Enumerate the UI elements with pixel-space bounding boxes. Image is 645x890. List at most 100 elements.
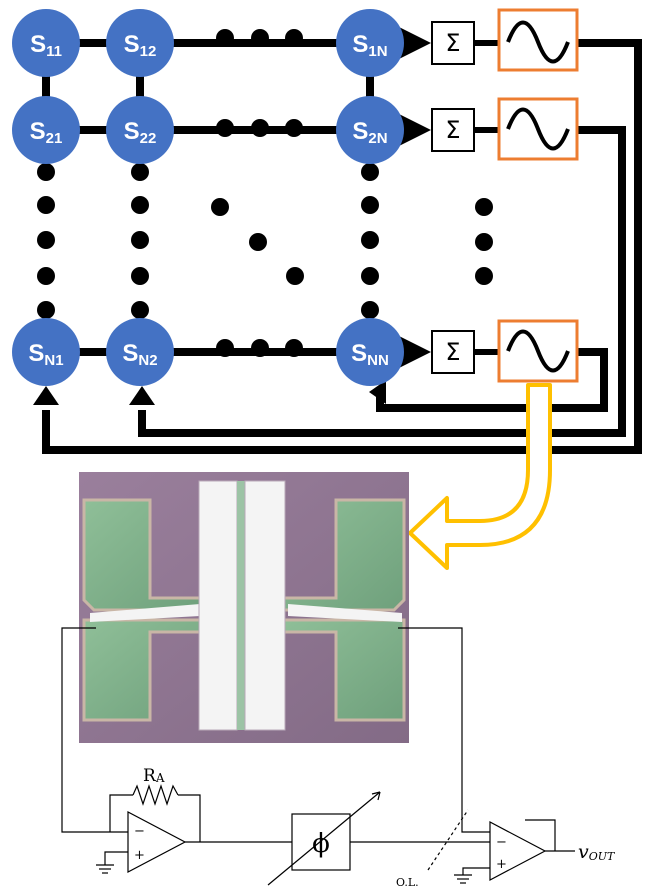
svg-text:SN2: SN2: [122, 340, 157, 369]
col-n-dot: [361, 231, 379, 249]
svg-text:S12: S12: [124, 31, 157, 60]
row-n-dot: [251, 339, 269, 357]
sine-wave-icon: [506, 20, 570, 64]
node-circle: [106, 96, 174, 164]
osc-col-dot: [475, 267, 493, 285]
col-2-dot: [131, 163, 149, 181]
node-sub-label: 1N: [368, 43, 387, 60]
row-n-dot: [285, 339, 303, 357]
node-circle: [106, 318, 174, 386]
wire-left-electrode: [61, 627, 128, 833]
opamp-2-plus: +: [496, 857, 507, 872]
node-s21: S21: [12, 96, 80, 164]
svg-text:SN1: SN1: [28, 340, 63, 369]
arrowhead-to-snn: [369, 380, 386, 404]
circuit-labels: RA − + ϕ − + O.L. vOUT: [134, 766, 616, 889]
ellipsis-dots: [37, 29, 493, 357]
row-1-dot: [285, 29, 303, 47]
node-circle: [336, 96, 404, 164]
node-sub-label: 12: [140, 43, 157, 60]
oscillator-block-n: [497, 319, 579, 383]
opamp-2: [489, 821, 547, 881]
resistor-label: RA: [143, 766, 165, 786]
phase-adjust-arrowhead: [371, 791, 381, 801]
wire-opamp2-out-feedback: [525, 819, 556, 851]
diagonal-dot: [211, 198, 229, 216]
diagonal-dot: [249, 233, 267, 251]
right-metal-trace: [288, 604, 402, 622]
col-2-dot: [131, 196, 149, 214]
resonator-gap: [237, 481, 245, 730]
col-1-dot: [37, 301, 55, 319]
wire-right-electrode: [398, 627, 490, 833]
col-n-dot: [361, 301, 379, 319]
node-sub-label: 22: [140, 130, 157, 147]
resonator-left-bar: [198, 480, 238, 731]
node-circle: [12, 318, 80, 386]
open-loop-dash: [427, 809, 469, 871]
osc-col-dot: [475, 198, 493, 216]
node-circle: [12, 96, 80, 164]
sine-wave-icon: [506, 107, 570, 151]
opamp-1-minus: −: [134, 824, 145, 839]
oscillator-block-1: [497, 8, 579, 72]
node-sub-label: 2N: [368, 130, 387, 147]
node-circle: [336, 9, 404, 77]
feedback-line-row-1: [42, 39, 642, 454]
svg-text:S22: S22: [124, 118, 157, 147]
node-sub-label: 11: [46, 43, 62, 60]
col-n-dot: [361, 163, 379, 181]
node-sub-label: N2: [138, 352, 157, 369]
phase-adjust-arrow: [267, 791, 381, 886]
open-loop-label: O.L.: [396, 876, 419, 889]
wire-opamp1-plus-ground: [104, 851, 128, 865]
node-main-label: S: [30, 118, 46, 145]
row-2-dot: [216, 119, 234, 137]
readout-circuit: [61, 627, 575, 886]
column-connections: [42, 43, 374, 130]
node-main-label: S: [124, 31, 140, 58]
wire-feedback-right: [178, 794, 201, 842]
output-label: vOUT: [578, 841, 616, 863]
sum-symbol: Σ: [445, 29, 460, 57]
osc-col-dot: [475, 233, 493, 251]
feedback-lines: [42, 39, 642, 454]
summer-box: [431, 21, 475, 65]
opamp-2-minus: −: [496, 835, 507, 850]
highlight-arrow: [408, 383, 552, 570]
row-1-dot: [216, 29, 234, 47]
sum-symbol: Σ: [445, 116, 460, 144]
arrowhead-to-sn1: [33, 386, 59, 405]
node-sn2: SN2: [106, 318, 174, 386]
col-n-dot: [361, 267, 379, 285]
resistor-ra: [132, 784, 179, 806]
node-s11: S11: [12, 9, 80, 77]
diagonal-dot: [286, 267, 304, 285]
row-n-dot: [216, 339, 234, 357]
node-circle: [12, 9, 80, 77]
col-1-dot: [37, 196, 55, 214]
col-2-dot: [131, 267, 149, 285]
node-snn: SNN: [336, 318, 404, 386]
summer-block-2: Σ: [431, 108, 475, 152]
sum-symbol: Σ: [445, 338, 460, 366]
node-s1n: S1N: [336, 9, 404, 77]
row-connections: [46, 39, 370, 356]
node-circle: [106, 9, 174, 77]
node-s22: S22: [106, 96, 174, 164]
col-2-dot: [131, 231, 149, 249]
wire-opamp2-plus-ground: [462, 867, 490, 875]
col-1-dot: [37, 267, 55, 285]
node-s12: S12: [106, 9, 174, 77]
oscillator-block-2: [497, 97, 579, 161]
sine-wave-icon: [506, 329, 570, 373]
col-1-dot: [37, 231, 55, 249]
node-circle: [336, 318, 404, 386]
device-micrograph: [79, 472, 409, 743]
col-1-dot: [37, 163, 55, 181]
node-sub-label: 21: [46, 130, 63, 147]
svg-text:S2N: S2N: [352, 118, 387, 147]
node-main-label: S: [124, 118, 140, 145]
oscillator-network: S11 S12 S1N S21 S22 S2N SN1 SN2: [12, 8, 642, 570]
node-sub-label: N1: [44, 352, 63, 369]
